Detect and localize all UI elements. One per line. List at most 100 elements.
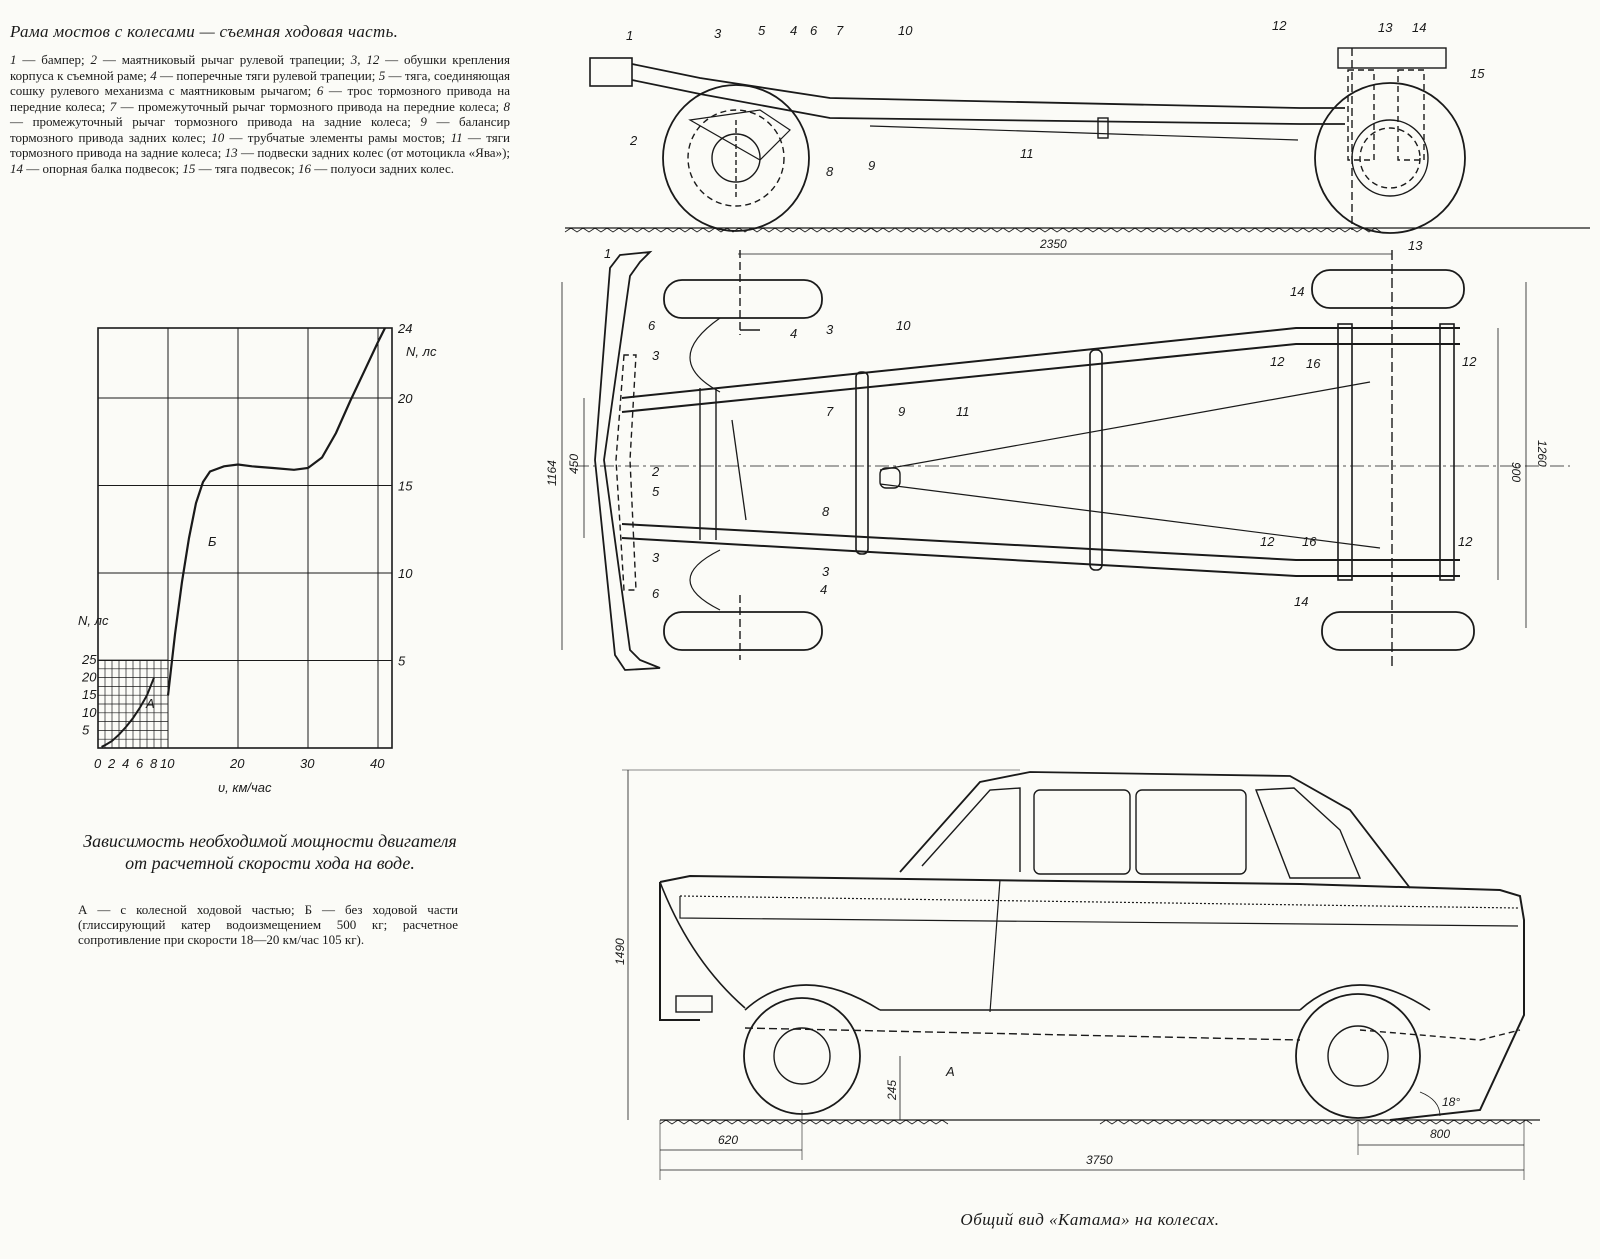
series-b-curve	[166, 327, 386, 696]
svg-text:3: 3	[652, 550, 660, 565]
series-a-label: А	[145, 696, 155, 711]
legend-item-text: — балансир тормозного привода задних кол…	[10, 114, 510, 145]
svg-text:14: 14	[1412, 20, 1426, 35]
inset-y-tick-label: 20	[81, 670, 97, 685]
dim-1164: 1164	[545, 460, 559, 486]
dim-angle: 18°	[1442, 1095, 1460, 1109]
svg-text:3: 3	[826, 322, 834, 337]
x-tick-label: 10	[160, 756, 175, 771]
legend-item-text: — бампер;	[16, 52, 91, 67]
legend-item-number: 13	[224, 145, 238, 160]
legend-item-text: — маятниковый рычаг рулевой трапеции;	[97, 52, 351, 67]
legend-item-number: 7	[109, 98, 117, 114]
y-tick-label: 20	[397, 391, 413, 406]
svg-text:3: 3	[652, 348, 660, 363]
svg-text:12: 12	[1458, 534, 1473, 549]
svg-text:2: 2	[629, 133, 638, 148]
legend-item-number: 14	[10, 160, 23, 176]
svg-text:9: 9	[898, 404, 905, 419]
legend-item-number: 2	[90, 52, 98, 67]
x-tick-label: 0	[94, 756, 102, 771]
legend-item-number: 11	[450, 129, 463, 145]
y-tick-label: 24	[397, 321, 412, 336]
svg-text:3: 3	[714, 26, 722, 41]
legend-item-number: 6	[316, 83, 324, 98]
legend-item-text: — трос тормозного привода на передние ко…	[10, 83, 510, 114]
legend-item-text: — обушки крепления корпуса к съемной рам…	[10, 52, 510, 83]
svg-text:8: 8	[822, 504, 830, 519]
view-caption: Общий вид «Катама» на колесах.	[960, 1210, 1220, 1229]
dim-wheelbase: 2350	[1039, 237, 1067, 251]
y-axis-label: N, лс	[406, 344, 437, 359]
svg-text:1: 1	[626, 28, 633, 43]
legend-item-text: — опорная балка подвесок;	[23, 160, 183, 176]
svg-text:13: 13	[1408, 238, 1423, 253]
svg-text:6: 6	[810, 23, 818, 38]
vehicle-general-view: 1490 245 620 800 3750 18° А	[613, 769, 1540, 1180]
inset-y-axis-label: N, лс	[78, 613, 109, 628]
svg-text:8: 8	[826, 164, 834, 179]
legend-item-text: — промежуточный рычаг тормозного привода…	[116, 98, 504, 114]
svg-text:9: 9	[868, 158, 875, 173]
svg-text:12: 12	[1260, 534, 1275, 549]
chart-note: А — с колесной ходовой частью; Б — без х…	[78, 902, 458, 947]
svg-text:4: 4	[790, 23, 797, 38]
side-view-point-label: А	[945, 1064, 955, 1079]
chart-caption: Зависимость необходимой мощности двигате…	[83, 831, 457, 873]
dim-length: 3750	[1086, 1153, 1113, 1167]
svg-text:12: 12	[1272, 18, 1287, 33]
x-tick-label: 6	[136, 756, 144, 771]
legend-item-text: — тяга подвесок;	[195, 160, 298, 176]
dim-1260: 1260	[1535, 440, 1549, 467]
inset-y-tick-label: 5	[82, 722, 90, 737]
inset-y-tick-label: 25	[81, 652, 97, 667]
legend-item-number: 1	[10, 52, 17, 67]
x-tick-label: 4	[122, 756, 129, 771]
x-tick-label: 8	[150, 756, 158, 771]
svg-text:6: 6	[652, 586, 660, 601]
legend-item-number: 15	[182, 160, 196, 176]
inset-y-tick-label: 10	[82, 705, 97, 720]
svg-text:5: 5	[652, 484, 660, 499]
svg-text:12: 12	[1270, 354, 1285, 369]
dim-rear-overhang: 800	[1430, 1127, 1450, 1141]
svg-text:7: 7	[836, 23, 844, 38]
series-a-curve	[101, 677, 155, 748]
x-tick-label: 40	[370, 756, 385, 771]
svg-text:6: 6	[648, 318, 656, 333]
legend-text: 1 — бампер; 2 — маятниковый рычаг рулево…	[10, 52, 510, 176]
legend-item-number: 16	[298, 160, 311, 176]
svg-text:16: 16	[1302, 534, 1317, 549]
svg-text:15: 15	[1470, 66, 1485, 81]
legend-title: Рама мостов с колесами — съемная ходовая…	[10, 22, 399, 41]
x-tick-label: 20	[229, 756, 245, 771]
legend-item-number: 4	[150, 67, 157, 83]
dim-900: 900	[1509, 462, 1523, 482]
legend-item-text: — поперечные тяги рулевой трапеции;	[156, 67, 379, 83]
svg-text:4: 4	[820, 582, 827, 597]
legend-item-text: — полуоси задних колес.	[311, 160, 455, 176]
svg-text:12: 12	[1462, 354, 1477, 369]
x-tick-label: 2	[107, 756, 116, 771]
y-tick-label: 10	[398, 566, 413, 581]
y-tick-label: 5	[398, 654, 406, 669]
legend-item-text: — тяга, соединяющая сошку рулевого механ…	[10, 67, 510, 99]
svg-text:1: 1	[604, 246, 611, 261]
x-tick-label: 30	[300, 756, 315, 771]
inset-y-tick-label: 15	[82, 687, 97, 702]
svg-text:7: 7	[826, 404, 834, 419]
legend-item-number: 3, 12	[350, 52, 380, 67]
svg-text:11: 11	[1020, 146, 1034, 161]
legend-item-number: 9	[420, 114, 427, 129]
svg-text:11: 11	[956, 404, 970, 419]
dim-height: 1490	[613, 938, 627, 965]
svg-text:10: 10	[898, 23, 913, 38]
dim-front-overhang: 620	[718, 1133, 738, 1147]
svg-text:2: 2	[651, 464, 660, 479]
y-tick-label: 15	[398, 479, 413, 494]
x-axis-label: υ, км/час	[218, 780, 272, 795]
